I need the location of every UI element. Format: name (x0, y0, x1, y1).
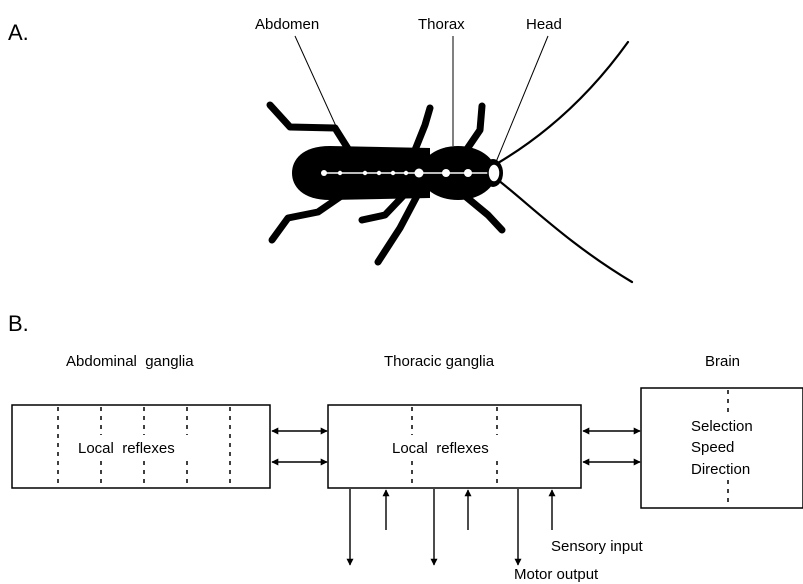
thoracic-content: Local reflexes (392, 440, 489, 457)
abdomen-label: Abdomen (255, 16, 319, 33)
brain-function-selection: Selection (691, 418, 753, 435)
panel-a-label: A. (8, 20, 29, 45)
head-label: Head (526, 16, 562, 33)
lower-antenna (498, 180, 632, 282)
upper-antenna (498, 42, 628, 163)
brain-function-direction: Direction (691, 461, 750, 478)
abdominal-ganglia-title: Abdominal ganglia (66, 353, 194, 370)
brain-title: Brain (705, 353, 740, 370)
thorax-label: Thorax (418, 16, 465, 33)
brain-ganglion (488, 164, 500, 182)
thoracic-ganglia-title: Thoracic ganglia (384, 353, 495, 370)
panel-b: B. Abdominal ganglia Local reflexes Thor… (8, 311, 803, 583)
panel-b-label: B. (8, 311, 29, 336)
cockroach-illustration (270, 42, 632, 282)
motor-output-arrows (350, 489, 518, 565)
head-leader (496, 36, 548, 162)
sensory-input-label: Sensory input (551, 538, 644, 555)
brain-function-speed: Speed (691, 439, 734, 456)
abdominal-content: Local reflexes (78, 440, 175, 457)
motor-output-label: Motor output (514, 566, 599, 583)
panel-a: A. (8, 16, 632, 282)
sensory-input-arrows (386, 490, 552, 530)
